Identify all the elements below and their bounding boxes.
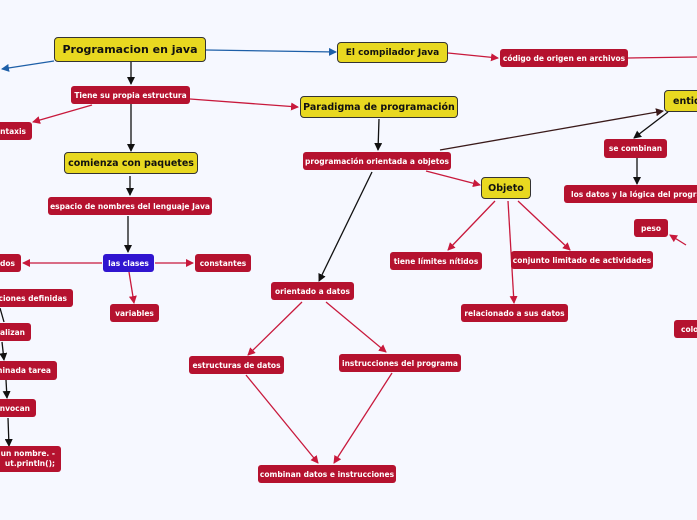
node-espacio-nombres[interactable]: espacio de nombres del lenguaje Java — [48, 197, 212, 215]
node-metodos[interactable]: dos — [0, 254, 21, 272]
link-estructuras-to-combinan — [245, 374, 319, 464]
link-clases-to-variables — [128, 271, 137, 304]
node-estructura[interactable]: Tiene su propia estructura — [71, 86, 190, 104]
node-poo[interactable]: programación orientada a objetos — [303, 152, 451, 170]
node-paquetes[interactable]: comienza con paquetes — [64, 152, 198, 174]
node-compilador[interactable]: El compilador Java — [337, 42, 448, 63]
node-nombre[interactable]: un nombre. - ut.println(); — [0, 446, 61, 472]
link-compilador-to-codigo — [447, 52, 499, 62]
node-se-combinan[interactable]: se combinan — [604, 139, 667, 158]
link-java-to-compilador — [205, 47, 337, 56]
node-limites[interactable]: tiene límites nítidos — [390, 252, 482, 270]
node-constantes[interactable]: constantes — [195, 254, 251, 272]
node-entidad[interactable]: entid — [664, 90, 697, 112]
node-invocan[interactable]: nvocan — [0, 399, 36, 417]
link-estructura-to-paradigma — [189, 98, 299, 111]
link-codigo-to-right — [627, 56, 697, 59]
node-actividades[interactable]: conjunto limitado de actividades — [511, 251, 653, 269]
node-realizan[interactable]: alizan — [0, 323, 31, 341]
node-combinan[interactable]: combinan datos e instrucciones — [258, 465, 396, 483]
link-invocan-to-nombre — [4, 417, 13, 447]
node-nombre-line1: un nombre. - — [0, 449, 55, 458]
link-entidad-to-combinan — [633, 111, 669, 139]
node-acciones[interactable]: cciones definidas — [0, 289, 73, 307]
link-poo-to-orientado — [318, 171, 373, 282]
node-objeto[interactable]: Objeto — [481, 177, 531, 199]
link-acciones-to-realizan — [0, 307, 5, 323]
link-realizan-to-tarea — [0, 341, 8, 361]
link-instrucciones-to-combinan — [333, 372, 393, 464]
node-las-clases[interactable]: las clases — [103, 254, 154, 272]
node-instrucciones[interactable]: instrucciones del programa — [339, 354, 461, 372]
link-orientado-to-instrucciones — [325, 301, 387, 353]
node-color[interactable]: colo — [674, 320, 697, 338]
node-datos-logica[interactable]: los datos y la lógica del programa — [564, 185, 697, 203]
link-objeto-to-limites — [447, 200, 496, 251]
node-variables[interactable]: variables — [110, 304, 159, 322]
link-orientado-to-estructuras — [247, 301, 303, 356]
link-java-to-left — [1, 60, 55, 72]
node-relacionado[interactable]: relacionado a sus datos — [461, 304, 568, 322]
node-codigo-origen[interactable]: código de origen en archivos — [500, 49, 628, 67]
link-tarea-to-invocan — [2, 379, 11, 399]
link-color-to-peso — [669, 234, 687, 246]
node-orientado-datos[interactable]: orientado a datos — [271, 282, 354, 300]
node-estructuras[interactable]: estructuras de datos — [189, 356, 284, 374]
node-sintaxis[interactable]: ntaxis — [0, 122, 32, 140]
node-programacion-java[interactable]: Programacion en java — [54, 37, 206, 62]
link-poo-to-objeto — [425, 170, 481, 188]
node-tarea[interactable]: minada tarea — [0, 361, 57, 380]
link-objeto-to-actividades — [517, 200, 571, 251]
node-nombre-line2: ut.println(); — [4, 459, 55, 468]
link-paradigma-to-poo — [374, 118, 383, 151]
node-peso[interactable]: peso — [634, 219, 668, 237]
link-estructura-to-sintaxis — [32, 104, 93, 124]
node-paradigma[interactable]: Paradigma de programación — [300, 96, 458, 118]
link-poo-to-entidad — [439, 108, 664, 151]
